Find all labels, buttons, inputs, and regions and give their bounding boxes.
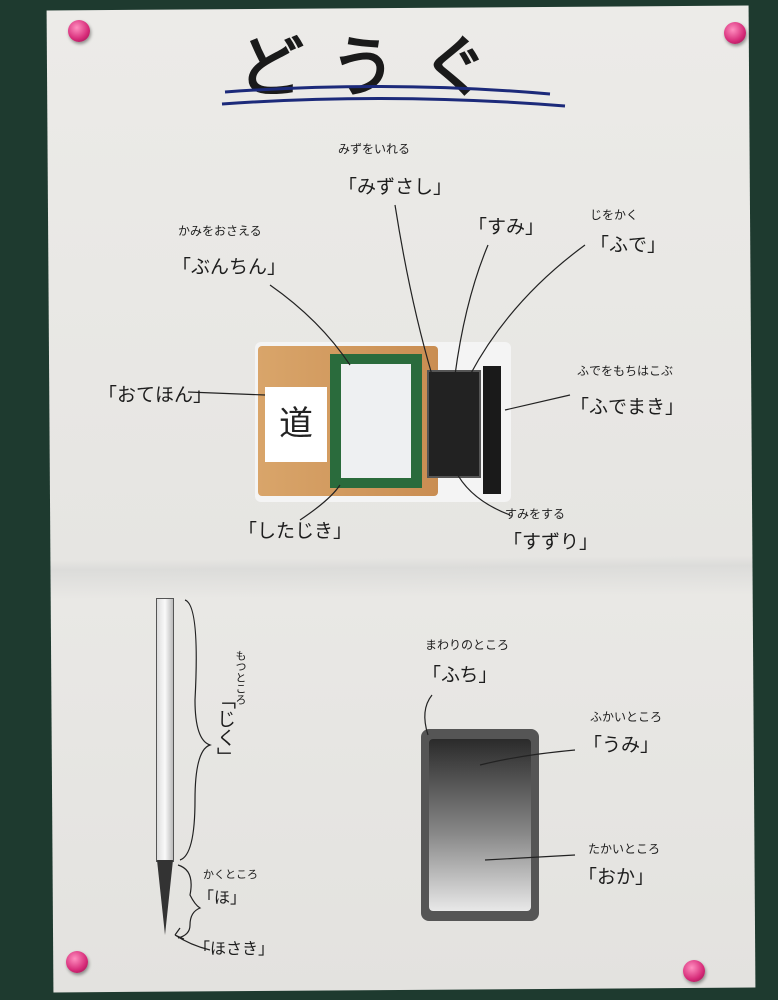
poster-title: どうぐ [238,29,514,106]
suzuri-label: 「すずり」 [503,531,599,553]
pin-icon [724,22,746,44]
fudemaki-wrap [483,366,501,494]
umi-desc: ふかいところ [590,710,663,724]
oka-desc: たかいところ [588,842,661,856]
fuchi-label: 「ふち」 [422,664,498,686]
otehon-label: 「おてほん」 [98,384,213,406]
fuchi-desc: まわりのところ [425,638,510,652]
hosaki-label: 「ほさき」 [194,939,275,958]
otehon-sheet: 道 [265,387,327,462]
bunchin-desc: かみをおさえる [178,224,262,238]
jiku-desc: もつところ [234,650,247,705]
suzuri-desc: すみをする [505,507,566,521]
inkstone-illustration [421,729,539,921]
brush-hair [157,860,173,935]
umi-label: 「うみ」 [583,734,660,756]
ho-desc: かくところ [203,868,258,881]
pin-icon [68,20,90,42]
suzuri-inkstone [427,370,481,478]
fudemaki-desc: ふでをもちはこぶ [577,364,674,378]
sumi-label: 「すみ」 [468,216,545,238]
mizusashi-label: 「みずさし」 [338,176,453,198]
pin-icon [66,951,88,973]
tools-photo: 道 [255,342,511,502]
ho-label: 「ほ」 [198,888,247,907]
oka-label: 「おか」 [578,866,655,888]
fude-desc: じをかく [590,208,639,222]
shitajiki-label: 「したじき」 [238,520,353,542]
mizusashi-desc: みずをいれる [338,142,411,156]
pin-icon [683,960,705,982]
bunchin-label: 「ぶんちん」 [172,256,287,278]
jiku-label: 「じく」 [214,690,236,766]
writing-paper [341,364,411,478]
fudemaki-label: 「ふでまき」 [570,396,685,418]
fude-label: 「ふで」 [590,234,667,256]
